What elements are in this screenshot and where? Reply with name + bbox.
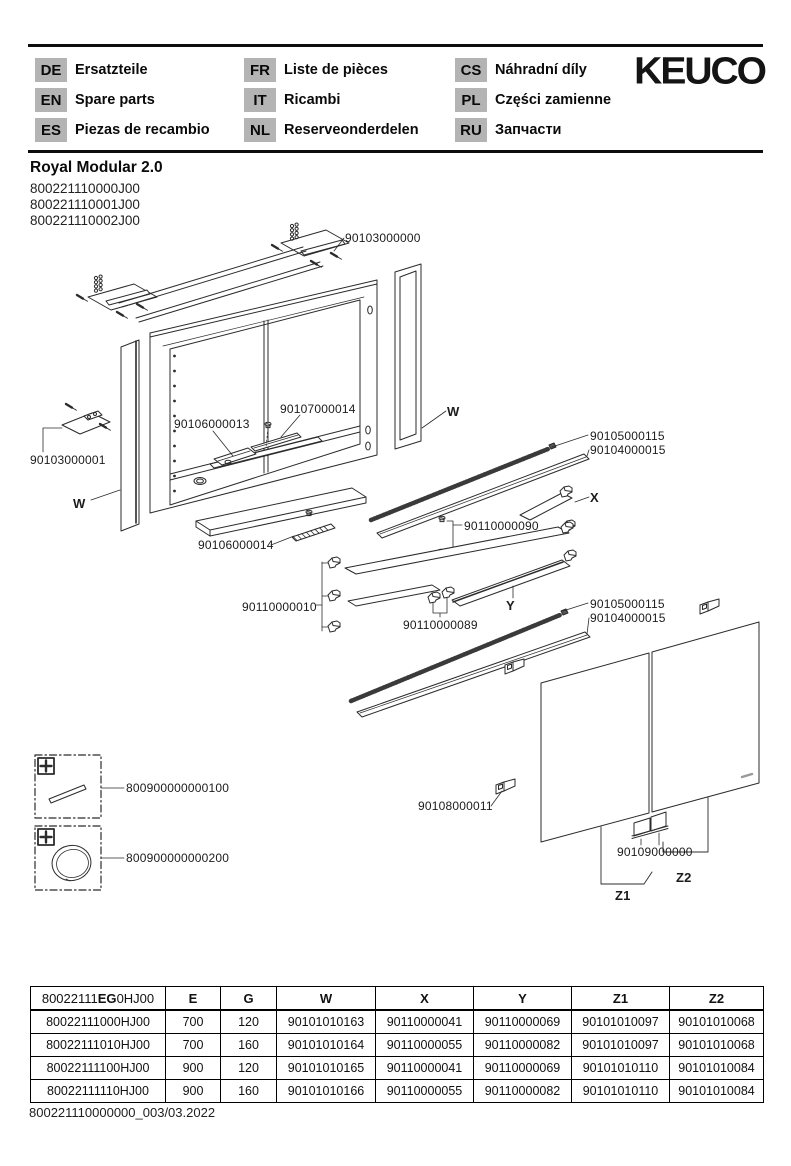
table-header-row: 80022111EG0HJ00 E G W X Y Z1 Z2 <box>30 986 764 1011</box>
header-rule-bottom <box>28 150 763 153</box>
lang-label-fr: Liste de pièces <box>284 62 388 78</box>
parts-table: 80022111EG0HJ00 E G W X Y Z1 Z2 80022111… <box>30 986 764 1103</box>
part-callout: 90109000000 <box>617 845 693 859</box>
part-callout: 90104000015 <box>590 611 666 625</box>
part-callout: 90107000014 <box>280 402 356 416</box>
part-callout: 90104000015 <box>590 443 666 457</box>
lang-label-nl: Reserveonderdelen <box>284 122 419 138</box>
ref-label-z1: Z1 <box>615 888 631 903</box>
product-title: Royal Modular 2.0 <box>30 159 163 176</box>
wall-bracket-part <box>42 402 112 453</box>
hinge-set <box>631 811 669 846</box>
part-callout: 90110000089 <box>403 618 478 632</box>
lang-badge-en: EN <box>35 88 67 112</box>
part-callout: 90110000090 <box>464 519 539 533</box>
variant-number: 800221110000J00 <box>30 181 140 196</box>
side-panel-right <box>394 263 447 450</box>
side-panel-left <box>90 339 140 532</box>
col-z2: Z2 <box>669 986 764 1011</box>
cabinet-body <box>149 279 378 514</box>
lang-label-it: Ricambi <box>284 92 341 108</box>
col-e: E <box>165 986 221 1011</box>
col-w: W <box>276 986 376 1011</box>
glass-shelves-middle <box>315 521 577 633</box>
part-callout: 90105000115 <box>590 429 665 443</box>
lang-badge-cs: CS <box>455 58 487 82</box>
part-callout: 90103000000 <box>345 231 421 245</box>
mirror-door-right <box>651 621 760 813</box>
bottom-tray <box>195 487 367 546</box>
top-mounting-rails <box>75 222 350 323</box>
part-callout: 90106000014 <box>198 538 274 552</box>
mirror-door-left <box>540 652 650 843</box>
plus-icon <box>37 757 55 775</box>
part-callout: 90110000010 <box>242 600 317 614</box>
lang-label-de: Ersatzteile <box>75 62 148 78</box>
part-callout: 90105000115 <box>590 597 665 611</box>
plus-icon <box>37 828 55 846</box>
door-brackets <box>490 598 720 807</box>
col-g: G <box>220 986 277 1011</box>
col-model: 80022111EG0HJ00 <box>30 986 166 1011</box>
ref-label-w-right: W <box>447 404 460 419</box>
col-y: Y <box>473 986 572 1011</box>
lang-badge-it: IT <box>244 88 276 112</box>
col-z1: Z1 <box>571 986 670 1011</box>
lang-label-es: Piezas de recambio <box>75 122 210 138</box>
part-callout: 90106000013 <box>174 417 250 431</box>
lang-badge-ru: RU <box>455 118 487 142</box>
dimension-bracket-z2 <box>662 796 709 853</box>
led-strip-lower <box>348 602 591 718</box>
lang-badge-es: ES <box>35 118 67 142</box>
document-revision: 800221110000000_003/03.2022 <box>29 1105 216 1120</box>
ref-label-x: X <box>590 490 599 505</box>
ref-label-y: Y <box>506 598 515 613</box>
lang-badge-nl: NL <box>244 118 276 142</box>
accessory-box-strip <box>34 754 125 819</box>
part-callout: 90108000011 <box>418 799 493 813</box>
header-rule-top <box>28 44 763 47</box>
lang-label-en: Spare parts <box>75 92 155 108</box>
lang-label-cs: Náhradní díly <box>495 62 587 78</box>
accessory-box-mirror <box>34 825 125 891</box>
led-strip-upper <box>368 434 590 539</box>
dimension-bracket-z1 <box>600 826 653 885</box>
lang-badge-fr: FR <box>244 58 276 82</box>
variant-number: 800221110001J00 <box>30 197 140 212</box>
variant-number: 800221110002J00 <box>30 213 140 228</box>
part-callout: 800900000000100 <box>126 781 230 795</box>
part-callout: 90103000001 <box>30 453 106 467</box>
col-x: X <box>375 986 474 1011</box>
lang-badge-pl: PL <box>455 88 487 112</box>
ref-label-w-left: W <box>73 496 86 511</box>
part-callout: 800900000000200 <box>126 851 230 865</box>
lang-badge-de: DE <box>35 58 67 82</box>
lang-label-ru: Запчасти <box>495 122 562 138</box>
lang-label-pl: Części zamienne <box>495 92 612 108</box>
ref-label-z2: Z2 <box>676 870 692 885</box>
glass-shelf-x <box>519 485 590 532</box>
keuco-logo: KEUCO <box>634 50 767 93</box>
